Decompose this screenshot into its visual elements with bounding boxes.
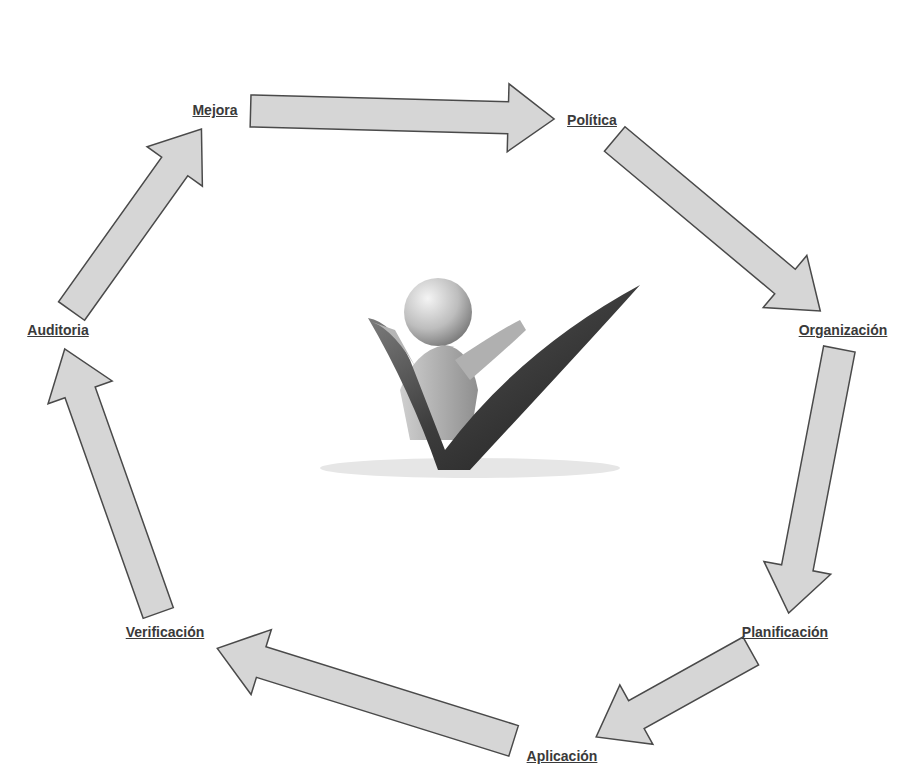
step-label: Aplicación xyxy=(527,748,598,764)
step-label: Mejora xyxy=(192,102,237,118)
cycle-step: Planificación xyxy=(737,621,833,643)
block-arrow xyxy=(250,84,554,152)
checkmark xyxy=(368,285,640,470)
step-label: Política xyxy=(567,112,617,128)
block-arrow xyxy=(596,637,758,744)
cycle-step: Auditoria xyxy=(22,319,93,341)
step-label: Organización xyxy=(799,322,888,338)
cycle-step: Política xyxy=(562,109,622,131)
person-head xyxy=(404,278,472,346)
step-label: Planificación xyxy=(742,624,828,640)
block-arrow xyxy=(59,129,203,320)
block-arrow xyxy=(764,346,855,613)
cycle-step: Aplicación xyxy=(522,745,603,767)
step-label: Verificación xyxy=(126,624,205,640)
cycle-step: Verificación xyxy=(121,621,210,643)
cycle-step: Organización xyxy=(794,319,893,341)
cycle-step: Mejora xyxy=(187,99,242,121)
step-label: Auditoria xyxy=(27,322,88,338)
block-arrow xyxy=(604,127,820,311)
checkmark-highlight xyxy=(372,322,420,375)
block-arrow xyxy=(217,630,518,757)
block-arrow xyxy=(48,349,173,618)
